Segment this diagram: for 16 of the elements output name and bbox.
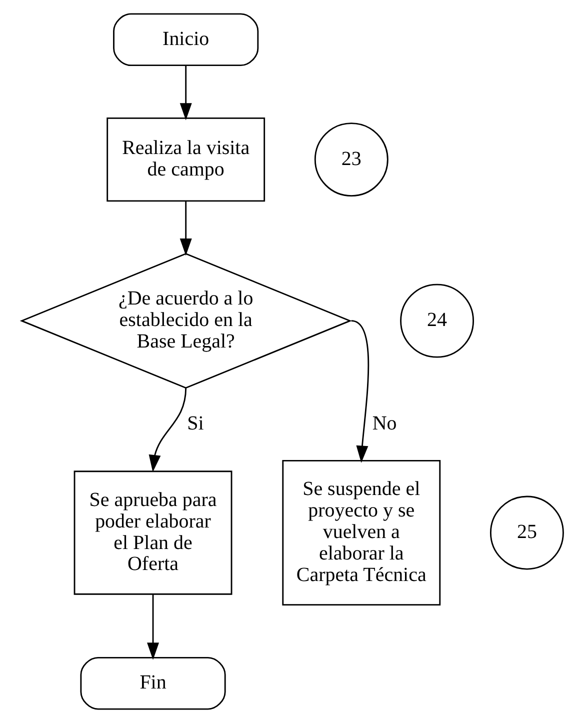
node-box: Realiza la visita de campo [106, 117, 266, 202]
node-box: Inicio [113, 13, 259, 66]
node-diamond: ¿De acuerdo a lo establecido en la Base Legal? [20, 252, 352, 389]
arrow [180, 66, 192, 120]
node-circle: 23 [314, 122, 388, 197]
node-circle: 25 [490, 496, 564, 570]
node-box: Fin [80, 656, 226, 710]
edge-label: Si [187, 412, 204, 435]
node-box: Se aprueba para poder elaborar el Plan de Oferta [74, 470, 232, 595]
arrow [148, 388, 187, 472]
node-box: Se suspende el proyecto y se vuelven a elaborar la Carpeta Técnica [282, 460, 441, 606]
arrow [147, 594, 160, 660]
edge-label: No [372, 412, 397, 435]
node-circle: 24 [400, 284, 474, 358]
arrow [351, 320, 370, 463]
arrow [180, 200, 192, 256]
